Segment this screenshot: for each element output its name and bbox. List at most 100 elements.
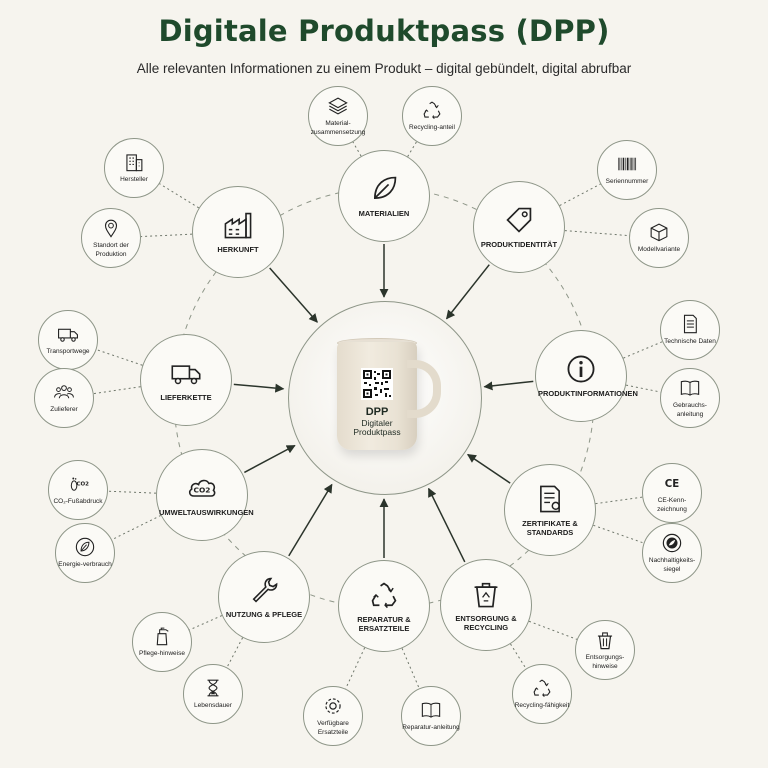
leaf-produktidentitaet-1: Modellvariante — [629, 208, 689, 268]
svg-text:CO2: CO2 — [76, 482, 89, 488]
leaf-nutzung-1: Lebensdauer — [183, 664, 243, 724]
leaf-line-materialien-1 — [407, 141, 417, 157]
arrow-entsorgung — [427, 487, 466, 563]
leaf-zertifikate-0-label: CE-Kenn-zeichnung — [657, 497, 687, 513]
barcode-icon — [618, 157, 637, 171]
leaf-line-nutzung-0 — [189, 615, 223, 631]
leaf-line-lieferkette-0 — [96, 349, 143, 366]
leaf-produktinformationen-1: Gebrauchs-anleitung — [660, 368, 720, 428]
category-herkunft-label: HERKUNFT — [217, 245, 259, 255]
arrow-zertifikate — [466, 453, 511, 484]
category-entsorgung-label: ENTSORGUNG & RECYCLING — [455, 613, 517, 632]
book-icon — [421, 702, 441, 719]
leaf-line-umwelt-1 — [111, 514, 162, 541]
mug-handle — [407, 360, 441, 418]
leaf-entsorgung-1-label: Recycling-fähigkeit — [514, 702, 570, 710]
arrow-umwelt — [244, 444, 296, 474]
category-umwelt-label: UMWELTAUSWIRKUNGEN — [159, 508, 254, 518]
energy-leaf-icon — [75, 538, 95, 557]
leaf-produktinformationen-1-label: Gebrauchs-anleitung — [673, 402, 707, 418]
truck-icon — [58, 329, 78, 343]
category-produktinformationen: PRODUKTINFORMATIONEN — [535, 330, 638, 422]
hub-line2: Produktpass — [353, 427, 401, 438]
arrow-nutzung — [288, 483, 333, 557]
leaf-line-lieferkette-1 — [93, 386, 141, 395]
leaf-line-entsorgung-1 — [510, 643, 527, 669]
category-zertifikate-label: ZERTIFIKATE & STANDARDS — [522, 518, 578, 537]
mug-label: DPP Digitaler Produktpass — [337, 406, 417, 438]
arrow-produktinformationen — [483, 380, 534, 391]
leaf-line-produktinformationen-1 — [625, 384, 661, 393]
svg-text:CO2: CO2 — [194, 486, 211, 495]
leaf-entsorgung-0: Entsorgungs-hinweise — [575, 620, 635, 680]
truck-icon — [171, 365, 201, 385]
info-icon — [567, 355, 595, 383]
category-lieferkette-label: LIEFERKETTE — [160, 393, 212, 403]
leaf-materialien-1: Recycling-anteil — [402, 86, 462, 146]
leaf-reparatur-1-label: Reparatur-anleitung — [402, 724, 460, 732]
co2-cloud-icon: CO2 — [188, 480, 216, 498]
leaf-line-herkunft-1 — [140, 233, 193, 238]
certificate-icon — [540, 485, 560, 512]
category-reparatur-label: REPARATUR & ERSATZTEILE — [357, 614, 411, 633]
arrow-produktidentitaet — [445, 264, 490, 320]
leaf-produktinformationen-0-label: Technische Daten — [664, 338, 716, 346]
category-produktidentitaet-label: PRODUKTIDENTITÄT — [480, 240, 558, 250]
category-nutzung: NUTZUNG & PFLEGE — [218, 551, 310, 643]
leaf-lieferkette-1: Zulieferer — [34, 368, 94, 428]
dpp-hub: DPP Digitaler Produktpass — [288, 301, 482, 495]
leaf-line-umwelt-0 — [107, 490, 157, 494]
book-icon — [680, 380, 700, 396]
leaf-nutzung-1-label: Lebensdauer — [194, 702, 232, 710]
hub-label: DPP — [365, 406, 389, 418]
leaf-lieferkette-0: Transportwege — [38, 310, 98, 370]
seal-icon — [662, 533, 682, 553]
svg-text:CE: CE — [665, 479, 679, 490]
leaf-line-materialien-0 — [352, 141, 362, 157]
leaf-entsorgung-0-label: Entsorgungs-hinweise — [585, 654, 625, 670]
leaf-line-nutzung-1 — [226, 637, 244, 668]
leaf-herkunft-0-label: Hersteller — [120, 176, 148, 184]
wrench-icon — [252, 578, 278, 603]
recycle-bin-icon — [474, 582, 498, 608]
leaf-line-reparatur-1 — [401, 648, 420, 689]
leaf-herkunft-1: Standort der Produktion — [81, 208, 141, 268]
leaf-nutzung-0-label: Pflege-hinweise — [139, 650, 185, 658]
hub-line1: Digitaler — [361, 417, 393, 428]
leaf-herkunft-0: Hersteller — [104, 138, 164, 198]
page-subtitle: Alle relevanten Informationen zu einem P… — [136, 61, 632, 76]
factory-icon — [224, 213, 252, 239]
category-materialien-label: MATERIALIEN — [358, 209, 410, 219]
category-lieferkette: LIEFERKETTE — [140, 334, 232, 426]
leaf-lieferkette-0-label: Transportwege — [46, 348, 90, 356]
category-produktinformationen-label: PRODUKTINFORMATIONEN — [538, 389, 638, 399]
category-zertifikate: ZERTIFIKATE & STANDARDS — [504, 464, 596, 556]
ce-mark-icon: CE — [665, 479, 679, 490]
leaf-line-produktinformationen-0 — [623, 341, 663, 359]
recycle-icon — [533, 679, 551, 698]
leaf-line-entsorgung-0 — [528, 620, 578, 640]
recycle-icon — [423, 101, 441, 120]
leaf-line-produktidentitaet-0 — [559, 183, 601, 206]
leaf-entsorgung-1: Recycling-fähigkeit — [512, 664, 572, 724]
arrow-herkunft — [269, 267, 318, 323]
leaf-nutzung-0: Pflege-hinweise — [132, 612, 192, 672]
leaf-materialien-1-label: Recycling-anteil — [409, 124, 455, 132]
qr-code-icon — [361, 368, 393, 400]
page-title: Digitale Produktpass (DPP) — [158, 14, 610, 48]
category-materialien: MATERIALIEN — [338, 150, 430, 242]
leaf-zertifikate-0: CE CE-Kenn-zeichnung — [642, 463, 702, 523]
trash-icon — [597, 632, 613, 650]
arrow-lieferkette — [233, 383, 285, 393]
gear-icon — [325, 698, 341, 714]
recycle-arrows-icon — [371, 582, 397, 608]
category-nutzung-label: NUTZUNG & PFLEGE — [225, 610, 303, 620]
leaf-zertifikate-1: Nachhaltigkeits-siegel — [642, 523, 702, 583]
leaf-connector-lines — [93, 141, 663, 689]
document-icon — [683, 315, 697, 334]
spray-bottle-icon — [156, 627, 169, 646]
leaf-produktidentitaet-0-label: Seriennummer — [605, 178, 649, 186]
leaf-materialien-0-label: Material-zusammensetzung — [310, 120, 366, 136]
